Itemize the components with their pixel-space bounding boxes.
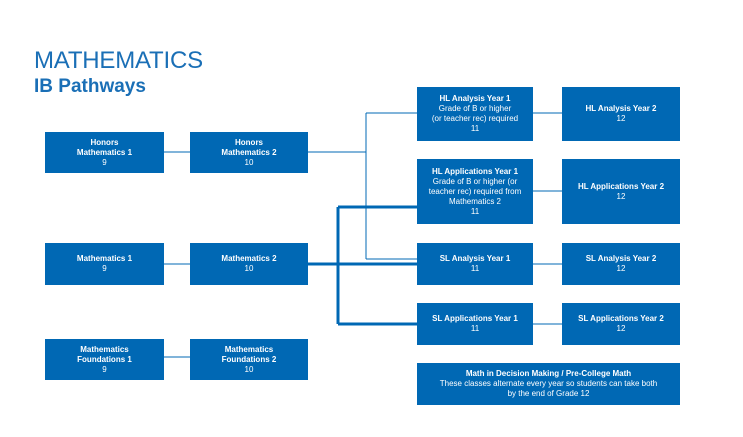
box-label: SL Applications Year 1	[432, 314, 518, 323]
box-grade: 12	[616, 264, 626, 273]
box-note: Mathematics 2	[448, 196, 502, 206]
box-sl-applications-year-1: SL Applications Year 1 11	[417, 303, 533, 345]
box-note: These classes alternate every year so st…	[439, 379, 658, 388]
box-note: teacher rec) required from	[428, 186, 522, 196]
box-label: Mathematics 2	[221, 147, 277, 157]
box-label: Honors	[235, 137, 263, 147]
box-sl-analysis-year-1: SL Analysis Year 1 11	[417, 243, 533, 285]
box-hl-analysis-year-2: HL Analysis Year 2 12	[562, 87, 680, 141]
box-honors-mathematics-1: Honors Mathematics 1 9	[45, 132, 164, 173]
box-honors-mathematics-2: Honors Mathematics 2 10	[190, 132, 308, 173]
box-label: HL Analysis Year 1	[439, 94, 511, 103]
box-label: Foundations 1	[77, 354, 132, 364]
box-grade: 9	[102, 157, 107, 167]
box-label: SL Applications Year 2	[578, 314, 664, 323]
box-grade: 11	[470, 206, 480, 216]
box-label: Mathematics 1	[76, 147, 133, 157]
box-label: Math in Decision Making / Pre-College Ma…	[465, 369, 632, 378]
box-label: HL Applications Year 2	[577, 181, 665, 191]
box-grade: 11	[470, 124, 480, 133]
box-grade: 9	[102, 264, 107, 273]
box-label: HL Applications Year 1	[431, 166, 519, 176]
box-label: Honors	[90, 137, 119, 147]
page-subtitle: IB Pathways	[34, 76, 146, 97]
box-mathematics-foundations-1: Mathematics Foundations 1 9	[45, 339, 164, 380]
box-note: Grade of B or higher	[438, 104, 512, 113]
box-mathematics-1: Mathematics 1 9	[45, 243, 164, 285]
box-grade: 12	[616, 324, 626, 333]
box-label: Mathematics 1	[76, 254, 133, 263]
box-grade: 12	[616, 191, 626, 201]
page-title: MATHEMATICS	[34, 47, 203, 74]
box-label: SL Analysis Year 1	[439, 254, 511, 263]
box-label: Mathematics 2	[221, 254, 277, 263]
box-sl-applications-year-2: SL Applications Year 2 12	[562, 303, 680, 345]
box-grade: 11	[470, 324, 480, 333]
box-grade: 10	[244, 364, 254, 374]
box-label: Foundations 2	[221, 354, 277, 364]
box-label: SL Analysis Year 2	[585, 254, 657, 263]
box-note: by the end of Grade 12	[507, 389, 590, 398]
box-grade: 10	[244, 157, 254, 167]
box-label: Mathematics	[80, 344, 129, 354]
box-hl-applications-year-1: HL Applications Year 1 Grade of B or hig…	[417, 159, 533, 224]
box-grade: 10	[244, 264, 254, 273]
box-hl-applications-year-2: HL Applications Year 2 12	[562, 159, 680, 224]
box-grade: 11	[470, 264, 480, 273]
box-label: Mathematics	[224, 344, 274, 354]
box-sl-analysis-year-2: SL Analysis Year 2 12	[562, 243, 680, 285]
box-hl-analysis-year-1: HL Analysis Year 1 Grade of B or higher …	[417, 87, 533, 141]
box-note: (or teacher rec) required	[431, 114, 519, 123]
box-grade: 9	[102, 364, 107, 374]
box-grade: 12	[616, 114, 626, 123]
box-math-in-decision-making: Math in Decision Making / Pre-College Ma…	[417, 363, 680, 405]
box-mathematics-2: Mathematics 2 10	[190, 243, 308, 285]
box-note: Grade of B or higher (or	[432, 176, 518, 186]
box-label: HL Analysis Year 2	[585, 104, 657, 113]
box-mathematics-foundations-2: Mathematics Foundations 2 10	[190, 339, 308, 380]
